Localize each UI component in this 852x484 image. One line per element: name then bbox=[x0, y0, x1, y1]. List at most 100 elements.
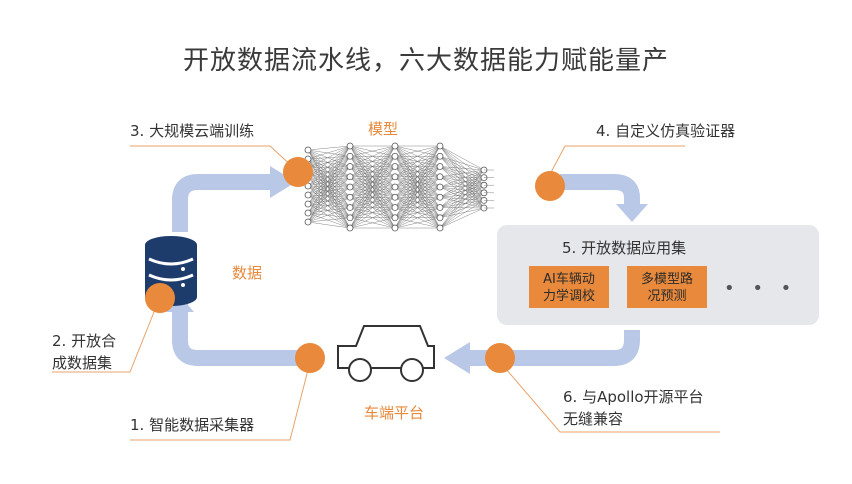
nn-connection bbox=[307, 158, 351, 167]
nn-connection bbox=[439, 169, 485, 177]
nn-connection bbox=[307, 156, 351, 196]
nn-neuron bbox=[436, 173, 444, 181]
nn-connection bbox=[307, 185, 351, 208]
nn-connection bbox=[307, 185, 351, 218]
nn-connection bbox=[349, 207, 396, 229]
nn-connection bbox=[349, 145, 396, 167]
nn-connection bbox=[307, 145, 351, 205]
nn-connection bbox=[307, 166, 351, 205]
nn-connection bbox=[307, 145, 351, 187]
nn-connection bbox=[439, 166, 485, 171]
nn-connection bbox=[349, 166, 396, 229]
nn-connection bbox=[394, 156, 441, 229]
nn-connection bbox=[394, 197, 441, 229]
app-card-vehicle-dynamics[interactable]: AI车辆动 力学调校 bbox=[529, 266, 609, 308]
nn-connection bbox=[307, 149, 351, 188]
nn-connection bbox=[439, 176, 485, 193]
step3-label: 3. 大规模云端训练 bbox=[130, 122, 255, 140]
nn-connection bbox=[307, 194, 351, 198]
nn-neuron bbox=[391, 173, 399, 181]
nn-connection bbox=[307, 197, 351, 223]
nn-connection bbox=[439, 156, 485, 186]
nn-connection bbox=[307, 203, 351, 229]
app-card-line1: AI车辆动 bbox=[543, 272, 595, 287]
more-apps-ellipsis: • • • bbox=[724, 278, 798, 299]
nn-connection bbox=[307, 167, 351, 198]
arrowhead-to-apps bbox=[616, 204, 648, 222]
nn-neuron bbox=[436, 163, 444, 170]
nn-connection bbox=[394, 186, 441, 229]
nn-connection bbox=[307, 166, 351, 196]
nn-connection bbox=[439, 166, 485, 193]
nn-connection bbox=[439, 145, 485, 186]
nn-connection bbox=[394, 145, 441, 198]
nn-connection bbox=[307, 176, 351, 198]
nn-connection bbox=[307, 167, 351, 188]
nn-connection bbox=[439, 186, 485, 193]
node-training bbox=[283, 157, 313, 187]
arrowhead-to-model bbox=[270, 166, 296, 198]
nn-connection bbox=[307, 185, 351, 188]
nn-connection bbox=[394, 145, 441, 177]
nn-neuron bbox=[436, 152, 444, 160]
node-apollo bbox=[485, 343, 515, 373]
nn-connection bbox=[307, 145, 351, 169]
step6-label-line1: 6. 与Apollo开源平台 bbox=[563, 388, 704, 406]
nn-neuron bbox=[304, 146, 312, 154]
nn-neuron bbox=[304, 209, 312, 217]
nn-connection bbox=[307, 194, 351, 208]
step4-label: 4. 自定义仿真验证器 bbox=[596, 122, 736, 140]
model-label: 模型 bbox=[368, 120, 399, 138]
nn-connection bbox=[307, 156, 351, 205]
nn-connection bbox=[349, 145, 396, 218]
nn-connection bbox=[439, 177, 485, 229]
nn-connection bbox=[307, 158, 351, 177]
car-platform-label: 车端平台 bbox=[364, 404, 425, 422]
callout-step1 bbox=[130, 361, 311, 441]
app-card-line1: 多模型路 bbox=[640, 272, 693, 287]
nn-connection bbox=[307, 203, 351, 218]
nn-connection bbox=[439, 156, 485, 178]
nn-connection bbox=[439, 200, 485, 229]
nn-neuron bbox=[436, 214, 444, 222]
nn-connection bbox=[439, 192, 485, 229]
step1-label: 1. 智能数据采集器 bbox=[130, 416, 255, 434]
nn-neuron bbox=[346, 224, 354, 232]
nn-connection bbox=[307, 156, 351, 214]
nn-connection bbox=[307, 145, 351, 151]
nn-connection bbox=[307, 156, 351, 223]
nn-connection bbox=[307, 158, 351, 188]
nn-connection bbox=[439, 207, 485, 209]
nn-connection bbox=[307, 212, 351, 229]
nn-connection bbox=[307, 176, 351, 196]
nn-connection bbox=[307, 149, 351, 167]
nn-connection bbox=[349, 217, 396, 229]
nn-connection bbox=[439, 169, 485, 188]
nn-connection bbox=[307, 186, 351, 196]
nn-connection bbox=[349, 145, 396, 229]
node-collector bbox=[295, 343, 325, 373]
nn-connection bbox=[349, 145, 396, 208]
nn-connection bbox=[439, 185, 485, 198]
nn-connection bbox=[307, 145, 351, 196]
nn-connection bbox=[439, 169, 485, 229]
app-card-traffic-prediction[interactable]: 多模型路 况预测 bbox=[627, 266, 707, 308]
nn-connection bbox=[307, 149, 351, 198]
nn-connection bbox=[439, 145, 485, 178]
nn-neuron bbox=[346, 214, 354, 222]
nn-connection bbox=[439, 176, 485, 186]
nn-neuron bbox=[391, 214, 399, 222]
nn-connection bbox=[439, 177, 485, 208]
nn-connection bbox=[439, 192, 485, 218]
callout-step2 bbox=[52, 301, 159, 373]
nn-connection bbox=[349, 186, 396, 229]
nn-connection bbox=[307, 158, 351, 208]
nn-connection bbox=[307, 166, 351, 178]
nn-connection bbox=[307, 194, 351, 229]
nn-connection bbox=[439, 200, 485, 208]
callout-lines bbox=[52, 145, 720, 441]
nn-connection bbox=[307, 176, 351, 188]
nn-connection bbox=[439, 176, 485, 178]
nn-neuron bbox=[391, 152, 399, 160]
nn-connection bbox=[439, 145, 485, 171]
